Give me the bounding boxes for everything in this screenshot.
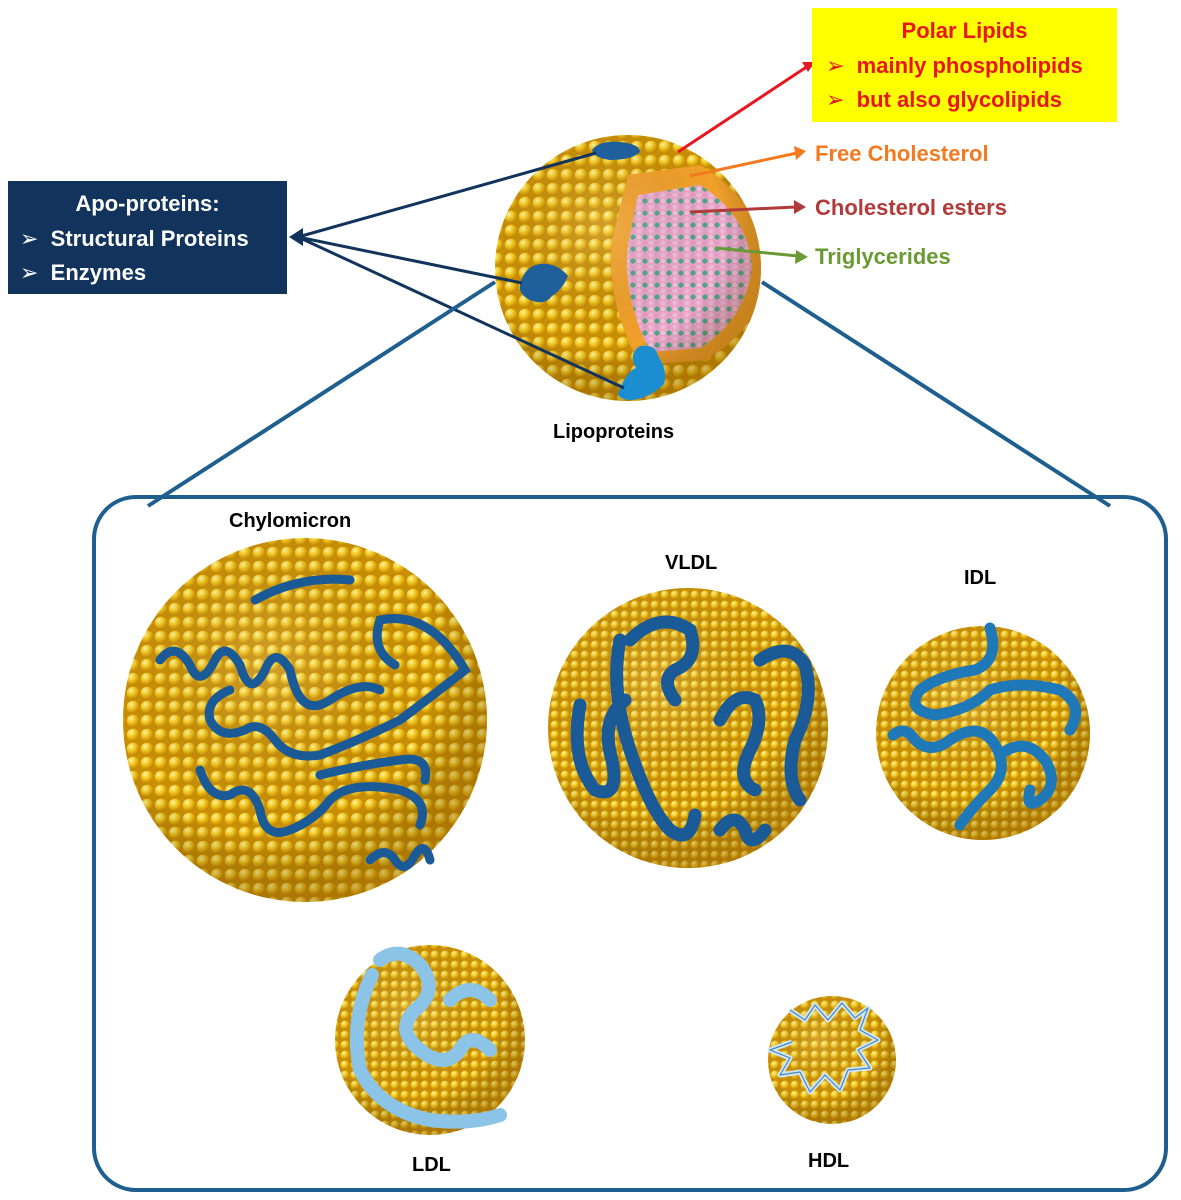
- bullet-icon: ➢: [826, 54, 845, 79]
- arrow-apo-1: [297, 151, 597, 239]
- lipoproteins-label: Lipoproteins: [553, 421, 675, 443]
- arrow-polar-lipids: [677, 64, 809, 154]
- apo-protein-bottom: [618, 345, 666, 400]
- apo-item-label: Enzymes: [50, 260, 147, 285]
- apo-item-label: Structural Proteins: [50, 226, 249, 251]
- lipoprotein-sphere: [495, 135, 761, 401]
- vldl-apo-protein: [570, 615, 815, 847]
- arrow-free-cholesterol: [689, 151, 798, 178]
- zoom-frame: [92, 280, 1168, 1192]
- chylomicron-particle: [123, 538, 487, 902]
- polar-item-label: mainly phospholipids: [856, 53, 1083, 78]
- ldl-apo-protein: [349, 946, 507, 1129]
- arrow-cholesterol-esters: [689, 205, 797, 214]
- chylomicron-label: Chylomicron: [229, 510, 352, 532]
- bullet-icon: ➢: [826, 88, 845, 113]
- apo-item-enzymes: ➢ Enzymes: [20, 260, 146, 286]
- arrowhead-cholesterol-esters: [794, 200, 806, 214]
- ldl-particle: [335, 945, 525, 1135]
- particles-panel: [92, 495, 1168, 1192]
- chylomicron-apo-protein: [155, 574, 471, 871]
- hdl-apo-outline: [769, 1002, 879, 1093]
- apo-proteins-title: Apo-proteins:: [75, 191, 220, 216]
- bullet-icon: ➢: [20, 261, 39, 286]
- hdl-label: HDL: [808, 1150, 850, 1172]
- apo-item-structural: ➢ Structural Proteins: [20, 226, 249, 252]
- cholesterol-esters-label: Cholesterol esters: [815, 195, 1007, 220]
- polar-item-glycolipids: ➢ but also glycolipids: [826, 87, 1062, 113]
- arrow-apo-3: [297, 235, 625, 390]
- vldl-label: VLDL: [665, 552, 718, 574]
- apo-protein-left: [519, 263, 568, 303]
- arrowhead-triglycerides: [795, 250, 808, 264]
- polar-item-phospholipids: ➢ mainly phospholipids: [826, 53, 1083, 79]
- arrow-triglycerides: [715, 246, 799, 258]
- idl-particle: [876, 622, 1090, 840]
- idl-label: IDL: [964, 567, 997, 589]
- polar-item-label: but also glycolipids: [856, 87, 1063, 112]
- free-cholesterol-label: Free Cholesterol: [815, 141, 989, 166]
- vldl-particle: [548, 588, 828, 868]
- ldl-label: LDL: [412, 1154, 451, 1176]
- idl-apo-protein: [887, 622, 1082, 831]
- polar-lipids-box: Polar Lipids ➢ mainly phospholipids ➢ bu…: [812, 8, 1117, 122]
- arrows: [289, 62, 815, 390]
- arrow-apo-2: [297, 235, 523, 285]
- hdl-particle: [767, 996, 896, 1124]
- bullet-icon: ➢: [20, 227, 39, 252]
- apo-protein-top: [592, 141, 640, 160]
- arrowhead-polar-lipids: [802, 62, 815, 72]
- polar-lipids-title: Polar Lipids: [901, 18, 1028, 43]
- apo-proteins-box: Apo-proteins: ➢ Structural Proteins ➢ En…: [8, 181, 287, 294]
- arrowhead-apo: [289, 228, 303, 246]
- arrowhead-free-cholesterol: [794, 146, 806, 160]
- triglycerides-label: Triglycerides: [815, 244, 951, 269]
